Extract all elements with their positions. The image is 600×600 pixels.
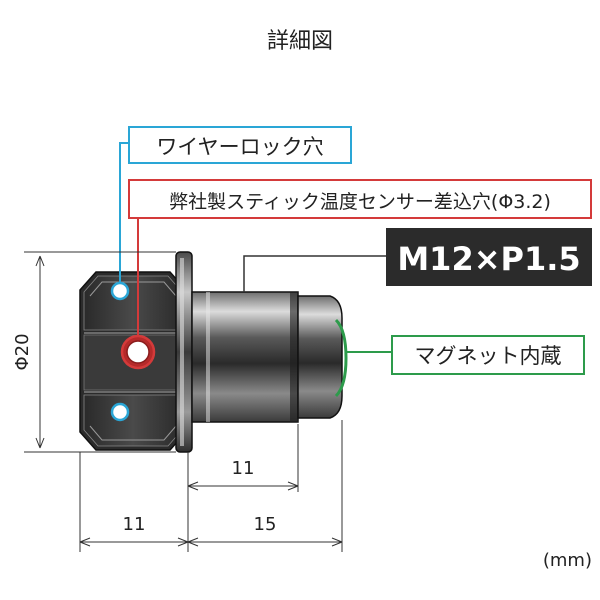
callout-magnet-text: マグネット内蔵 xyxy=(415,344,562,368)
thread-spec-text: M12×P1.5 xyxy=(397,240,580,278)
dimension-thread-length-label: 11 xyxy=(232,458,255,479)
dimension-diameter-label: Φ20 xyxy=(12,333,33,370)
thread-spec-badge xyxy=(386,228,592,286)
flange xyxy=(175,251,193,453)
wire-lock-hole-top xyxy=(110,281,130,301)
dimension-shank-length-label: 15 xyxy=(254,514,277,535)
dimension-thread-length xyxy=(187,424,299,492)
tip xyxy=(297,295,343,419)
callout-wire-lock-text: ワイヤーロック穴 xyxy=(156,135,323,159)
callout-sensor-hole-text: 弊社製スティック温度センサー差込穴(Φ3.2) xyxy=(169,191,551,213)
page-title: 詳細図 xyxy=(267,29,333,54)
callout-magnet: マグネット内蔵 xyxy=(346,335,585,375)
sensor-hole-inner xyxy=(126,340,150,364)
dimension-diameter xyxy=(24,251,176,453)
wire-lock-hole-bottom xyxy=(110,402,130,422)
dimension-shank-length xyxy=(187,420,343,552)
callout-sensor-hole: 弊社製スティック温度センサー差込穴(Φ3.2) xyxy=(128,179,592,336)
unit-label: (mm) xyxy=(543,550,592,571)
dimension-head-width-label: 11 xyxy=(123,514,146,535)
dimension-head-width xyxy=(79,452,189,552)
magnet-marker xyxy=(334,318,348,398)
callout-wire-lock: ワイヤーロック穴 xyxy=(119,126,352,283)
callout-thread: M12×P1.5 xyxy=(243,228,592,292)
threaded-shank xyxy=(191,291,299,423)
bolt-illustration xyxy=(79,251,348,453)
